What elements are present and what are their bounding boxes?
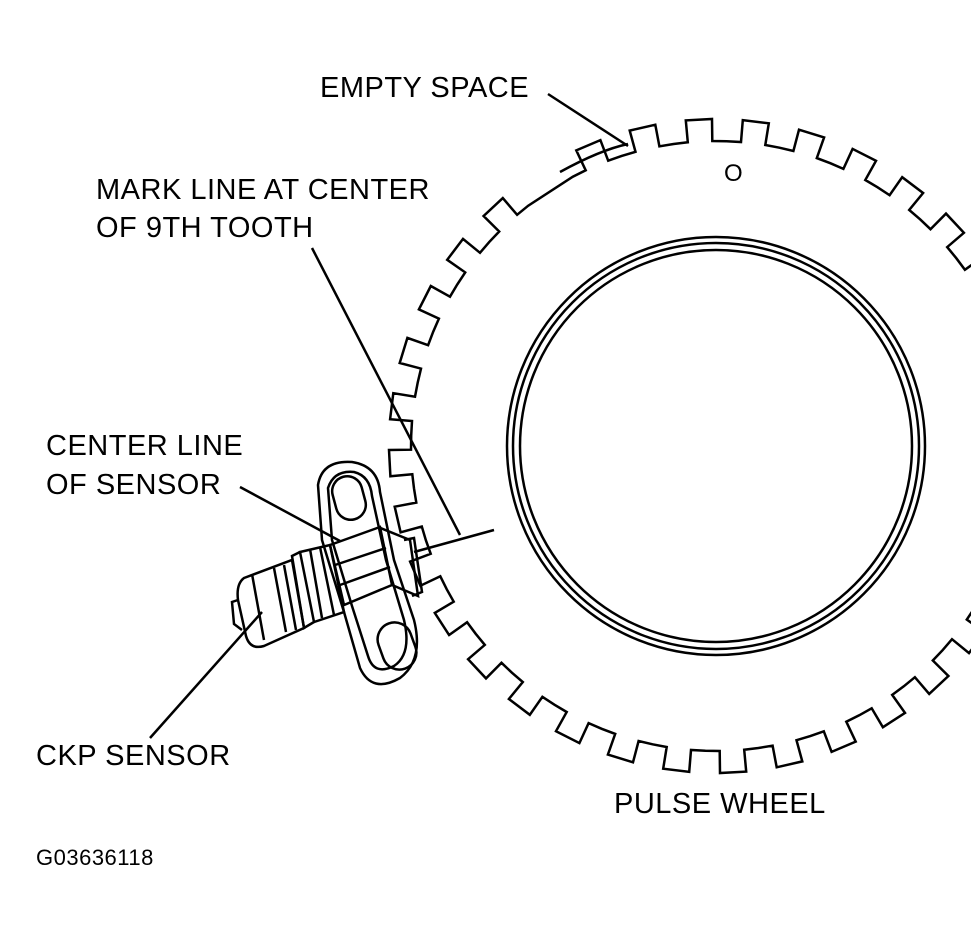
sensor-connector bbox=[236, 558, 306, 649]
leader-mark-line bbox=[310, 247, 462, 536]
label-mark-line-1: MARK LINE AT CENTER bbox=[96, 174, 430, 206]
pulse-wheel-teeth bbox=[387, 117, 971, 775]
label-mark-line-2: OF 9TH TOOTH bbox=[96, 212, 314, 244]
sensor-flange-inner bbox=[326, 470, 408, 671]
label-ckp-sensor: CKP SENSOR bbox=[36, 740, 231, 772]
leader-empty-space bbox=[547, 92, 629, 148]
label-center-line-2: OF SENSOR bbox=[46, 469, 222, 501]
leader-ckp-sensor bbox=[149, 611, 263, 739]
label-wheel-mark: O bbox=[724, 160, 744, 187]
empty-space-arc bbox=[559, 142, 629, 174]
sensor-head-bars bbox=[334, 525, 420, 599]
sensor-connector-ribs bbox=[230, 564, 298, 641]
hub-ring-inner bbox=[518, 248, 914, 644]
upper-slot-icon bbox=[330, 474, 368, 522]
label-pulse-wheel: PULSE WHEEL bbox=[614, 788, 826, 820]
hub-ring-outer bbox=[505, 235, 927, 657]
leader-center-line bbox=[239, 485, 341, 543]
figure-code: G03636118 bbox=[36, 845, 154, 870]
hub-ring-middle bbox=[511, 241, 921, 651]
lower-slot-icon bbox=[376, 621, 418, 671]
ckp-sensor bbox=[230, 460, 424, 686]
mark-line bbox=[413, 528, 495, 554]
sensor-flange bbox=[316, 460, 419, 686]
sensor-tip bbox=[403, 536, 424, 598]
label-center-line-1: CENTER LINE bbox=[46, 430, 244, 462]
label-empty-space: EMPTY SPACE bbox=[320, 72, 530, 104]
